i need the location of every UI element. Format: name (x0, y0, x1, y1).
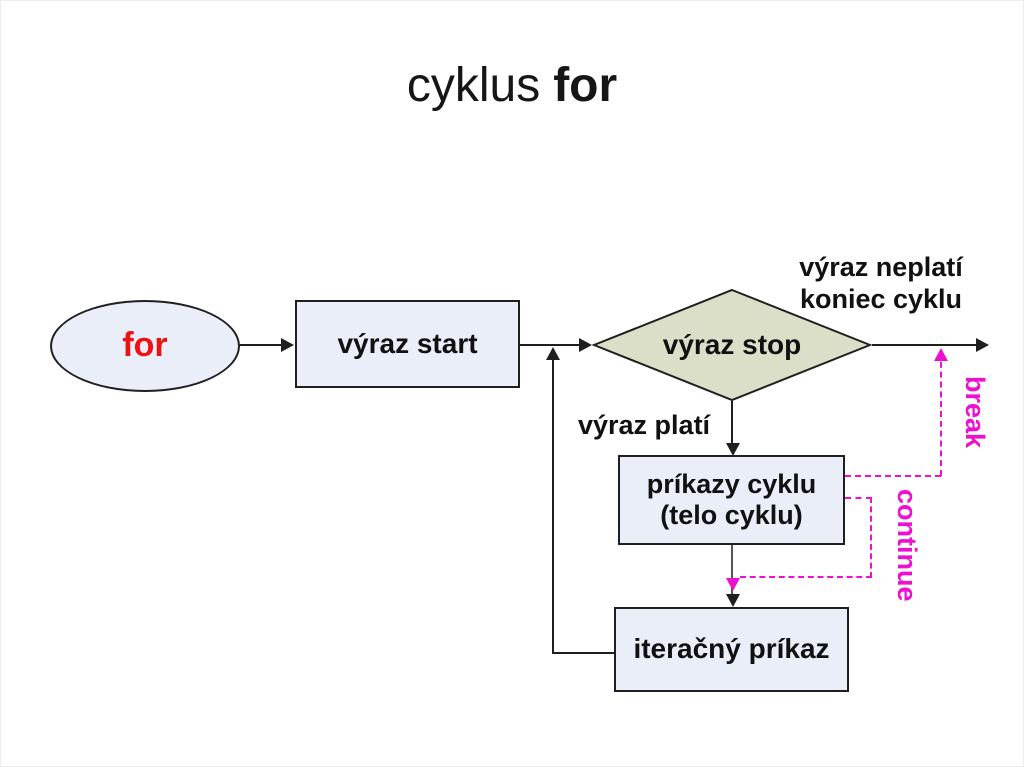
arrowhead-right-icon (281, 338, 294, 352)
arrowhead-right-icon (976, 338, 989, 352)
continue-label: continue (892, 489, 922, 602)
connector-decision-to-body (731, 401, 733, 446)
diamond-shape (592, 288, 872, 402)
arrowhead-up-icon (546, 347, 560, 360)
connector-start-to-init (239, 344, 284, 346)
arrowhead-up-magenta-icon (934, 348, 948, 361)
connector-init-to-decision (520, 344, 580, 346)
start-node-label: for (122, 326, 168, 365)
break-label: break (960, 376, 990, 449)
continue-path-bottom (740, 576, 872, 578)
break-path-vertical (940, 352, 942, 476)
title-word-for: for (553, 59, 618, 112)
start-node: for (50, 300, 240, 392)
arrowhead-right-icon (579, 338, 592, 352)
body-node-line1: príkazy cyklu (646, 468, 817, 499)
false-branch-line1: výraz neplatí (799, 252, 963, 282)
body-node: príkazy cyklu (telo cyklu) (618, 455, 845, 545)
connector-body-to-iteration (731, 545, 733, 597)
decision-node: výraz stop (592, 288, 872, 402)
init-node: výraz start (295, 300, 520, 388)
false-branch-label: výraz neplatí koniec cyklu (775, 252, 987, 316)
iteration-node-label: iteračný príkaz (633, 633, 830, 665)
connector-decision-exit (872, 344, 978, 346)
decision-node-label: výraz stop (662, 329, 802, 360)
break-path-horizontal (845, 475, 941, 477)
true-branch-label: výraz platí (578, 410, 711, 440)
title-word-cyklus: cyklus (406, 59, 541, 112)
arrowhead-down-icon (726, 443, 740, 456)
iteration-node: iteračný príkaz (614, 607, 849, 692)
body-node-line2: (telo cyklu) (660, 500, 803, 530)
arrowhead-down-icon (726, 594, 740, 607)
false-branch-line2: koniec cyklu (799, 283, 963, 314)
init-node-label: výraz start (337, 327, 478, 359)
arrowhead-down-magenta-icon (726, 578, 740, 591)
continue-path-vertical (870, 497, 872, 578)
continue-path-top (845, 497, 872, 499)
feedback-line-horizontal (552, 652, 614, 654)
feedback-line-vertical (552, 353, 554, 653)
